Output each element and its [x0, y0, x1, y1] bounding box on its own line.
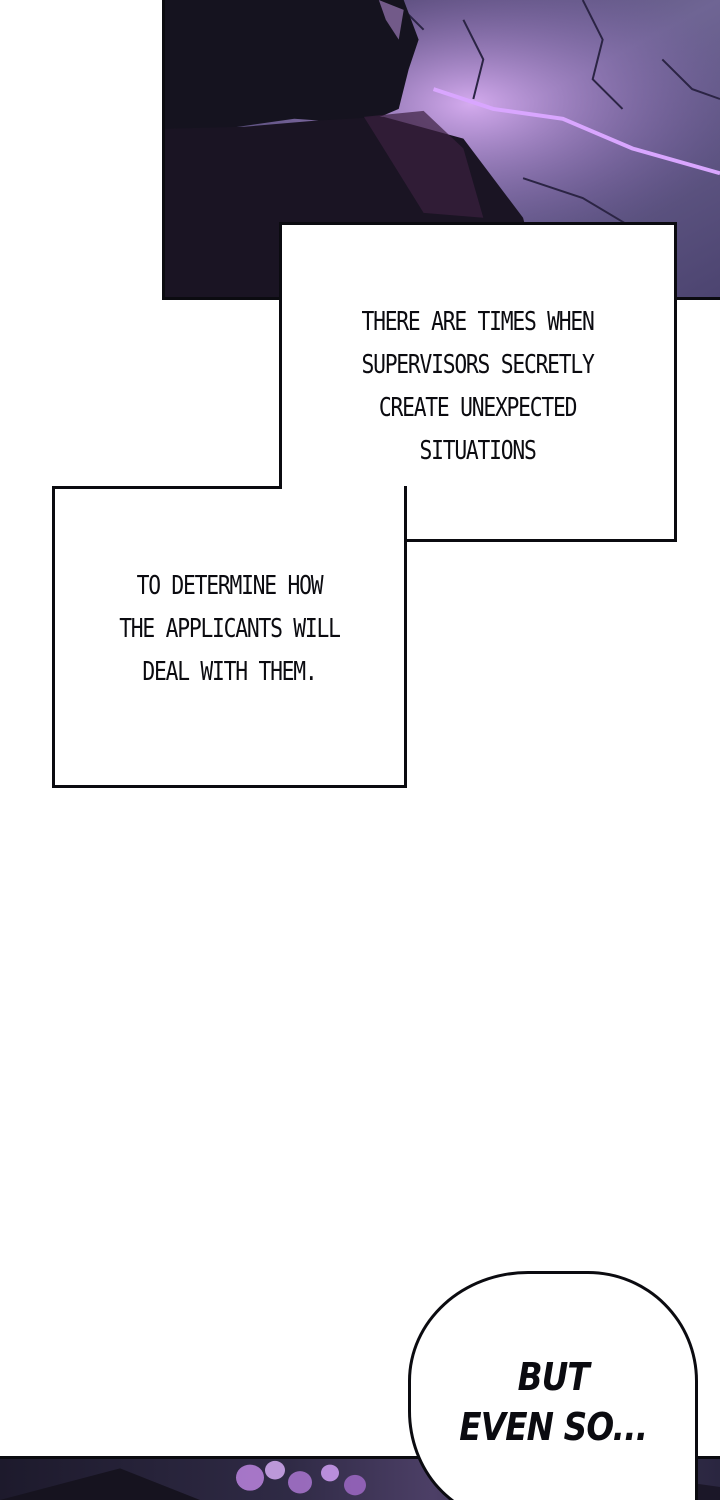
character-hair [165, 0, 419, 134]
caption-joint [282, 486, 404, 546]
caption-text-applicants: TO DETERMINE HOW THE APPLICANTS WILL DEA… [119, 571, 341, 687]
speech-bubble-text: BUT EVEN SO... [459, 1355, 648, 1449]
caption-text-supervisors: THERE ARE TIMES WHEN SUPERVISORS SECRETL… [361, 307, 595, 466]
caption-box-supervisors: THERE ARE TIMES WHEN SUPERVISORS SECRETL… [279, 222, 677, 542]
speech-bubble: BUT EVEN SO... [408, 1271, 698, 1500]
character-ear [378, 0, 404, 40]
glowing-crack [432, 87, 720, 176]
